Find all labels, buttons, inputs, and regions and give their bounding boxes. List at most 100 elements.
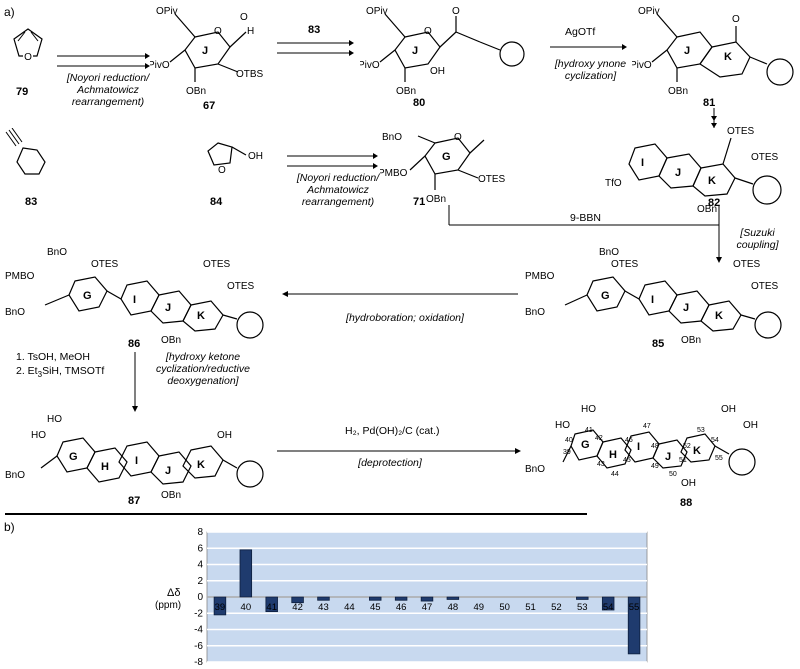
arrow7-step2-post: SiH, TMSOTf [42,365,105,377]
chart-xtick-label-55: 55 [629,602,640,613]
compound-80-structure: OPiv PivO OBn OH O O J [360,6,525,97]
c80-opiv: OPiv [366,6,388,17]
arrow7-step2-sub: 3 [37,370,43,380]
chart-bar-48 [446,596,460,600]
c86-ring-j: J [165,302,171,314]
c80-obn: OBn [396,86,416,97]
arrow2-reagent: 83 [308,24,321,36]
compound-67-id: 67 [203,100,216,112]
compound-85-id: 85 [652,338,665,350]
compound-82-structure: TfO OBn OTES OTES I J K [605,126,782,215]
c71-pmbo: PMBO [380,168,408,179]
c88-num-40: 40 [565,437,573,444]
c88-oh1: OH [721,404,736,415]
c87-ring-i: I [135,455,138,467]
c84-oh: OH [248,151,263,162]
arrow-67-to-80 [277,40,354,56]
arrow-85-to-86 [282,291,518,297]
compound-87-structure: HO HO BnO OH OBn G H I J K [5,414,264,501]
c80-ring-j: J [412,45,418,57]
panel-divider [5,513,587,515]
c88-num-43: 43 [597,461,605,468]
c85-obn: OBn [681,335,701,345]
c88-oh3: OH [681,478,696,489]
chart-ytick-label: -4 [194,625,203,636]
c84-ring-o: O [218,165,226,176]
compound-84-id: 84 [210,196,223,208]
c85-ring-i: I [651,294,654,306]
chart-ytick-label: -2 [194,608,203,619]
c82-ring-i: I [641,157,644,169]
c86-otes2: OTES [227,281,255,292]
c88-num-50: 50 [669,471,677,478]
c85-ring-k: K [715,310,723,322]
c88-num-42: 42 [595,435,603,442]
c87-ho1: HO [47,414,62,425]
c88-ring-j: J [665,451,671,463]
c86-ring-i: I [133,294,136,306]
arrow4-condition: [Noyori reduction/ Achmatowicz rearrange… [296,172,380,208]
c85-bno: BnO [599,247,619,258]
c87-bno: BnO [5,470,25,481]
c88-num-53: 53 [697,427,705,434]
c86-ring-g: G [83,290,92,302]
chart-bar-40 [239,549,253,598]
chart-ylabel-line1: Δδ [167,587,181,599]
chart-ytick-label: 4 [197,560,203,571]
arrow3-condition: [hydroxy ynone cyclization] [554,58,627,82]
arrow-87-to-88 [277,448,521,454]
c86-bno: BnO [47,247,67,258]
c71-bno: BnO [382,132,402,143]
arrow-86-to-87 [132,352,138,412]
compound-71-structure: BnO PMBO OBn OTES O G [380,132,506,205]
c85-otes1: OTES [733,259,761,270]
chart-xtick-label-40: 40 [241,602,252,613]
compound-86-id: 86 [128,338,141,350]
panel-b-label: b) [4,520,15,534]
c87-ho2: HO [31,430,46,441]
c86-pmbo: PMBO [5,271,35,282]
compound-83-id: 83 [25,196,38,208]
chart-ytick-label: -8 [194,657,203,666]
c88-num-44: 44 [611,471,619,478]
chart-bar-47 [420,596,434,602]
c88-ring-g: G [581,439,590,451]
chart-xtick-label-41: 41 [266,602,277,613]
chart-xtick-label-44: 44 [344,602,355,613]
arrow-80-to-81 [550,44,627,50]
c86-ring-k: K [197,310,205,322]
c85-bno2: BnO [525,307,545,318]
c81-opiv: OPiv [638,6,660,17]
arrow8-reagent: H₂, Pd(OH)₂/C (cat.) [345,425,440,437]
c85-otes2: OTES [751,281,779,292]
compound-79-id: 79 [16,86,29,98]
c85-ring-j: J [683,302,689,314]
chart-ytick-label: 8 [197,528,203,538]
c88-num-49: 49 [651,463,659,470]
arrow5-condition: [Suzuki coupling] [736,227,779,251]
arrow7-condition: [hydroxy ketone cyclization/reductive de… [156,351,250,387]
c81-obn: OBn [668,86,688,97]
c71-otes: OTES [478,174,506,185]
c87-ring-h: H [101,461,109,473]
chart-ytick-label: -6 [194,641,203,652]
arrow8-condition: [deprotection] [358,457,422,469]
c88-ho2: HO [555,420,570,431]
c82-otes1: OTES [727,126,755,137]
compound-85-structure: BnO PMBO BnO OTES OBn OTES OTES G I J K [525,247,782,345]
c67-otbs: OTBS [236,69,264,80]
c88-num-47: 47 [643,423,651,430]
arrow6-condition: [hydroboration; oxidation] [346,312,464,324]
furan-79-structure: O [13,28,43,63]
c87-ring-j: J [165,465,171,477]
c85-ring-g: G [601,290,610,302]
chart-xtick-label-42: 42 [292,602,303,613]
chart-ylabel-line2: (ppm) [155,600,182,611]
c88-ring-h: H [609,449,617,461]
chart-xtick-label-51: 51 [525,602,536,613]
c85-pmbo: PMBO [525,271,555,282]
chart-xtick-label-47: 47 [422,602,433,613]
c82-ring-k: K [708,175,716,187]
chart-bar-43 [317,596,330,601]
